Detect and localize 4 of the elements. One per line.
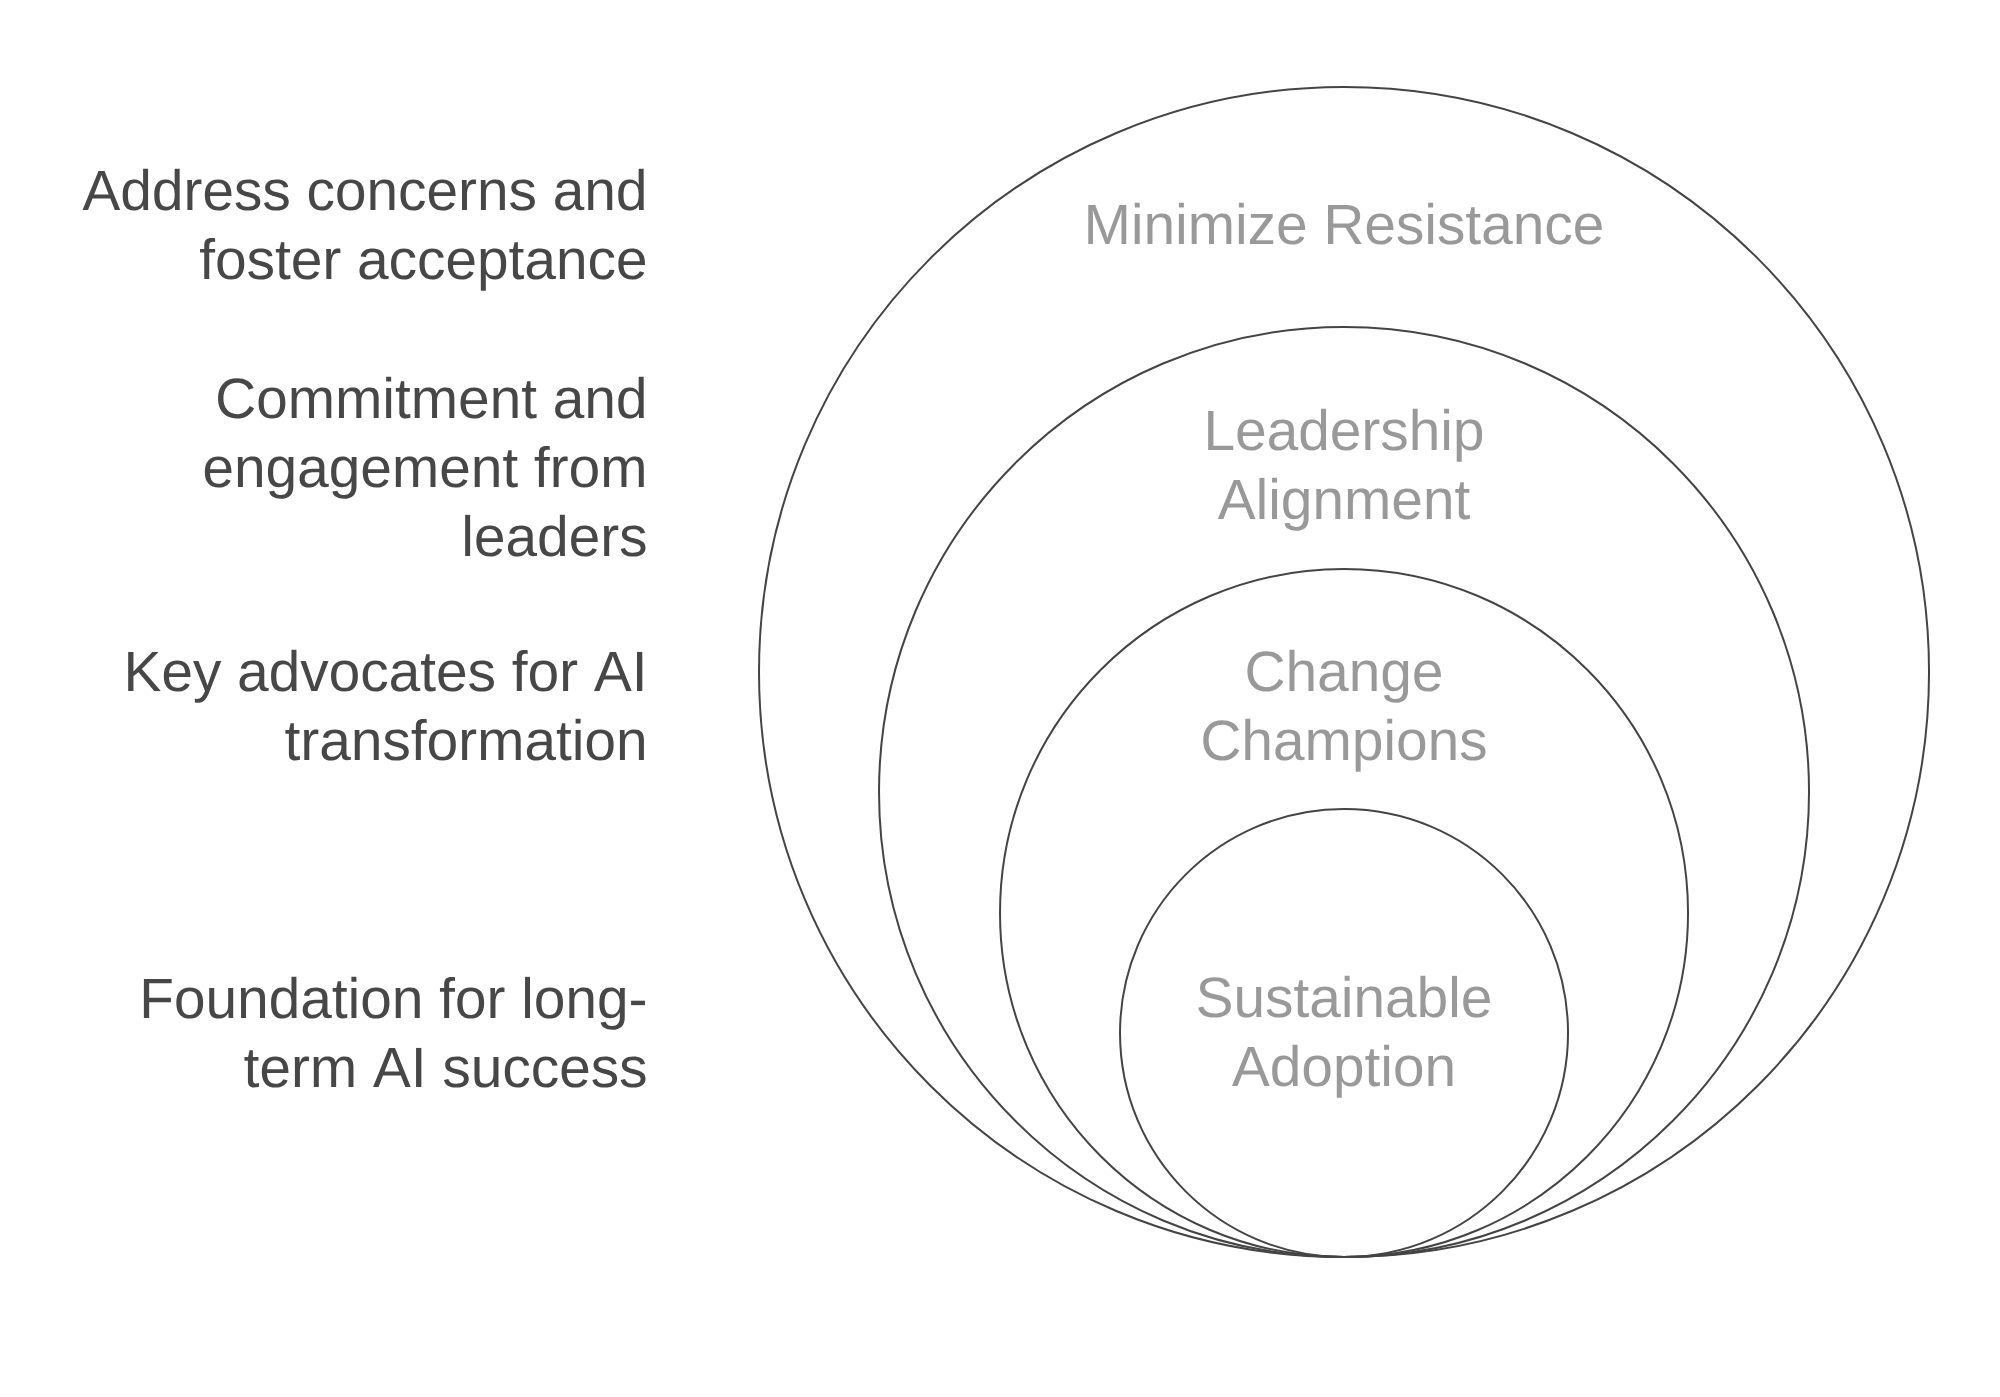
side-note: Foundation for long-term AI success [143,976,646,1088]
side-note: Key advocates for AI transformation [128,649,644,761]
side-note: Address concerns and foster acceptance [82,168,645,291]
side-note: Commitment and engagement from leaders [204,376,646,557]
